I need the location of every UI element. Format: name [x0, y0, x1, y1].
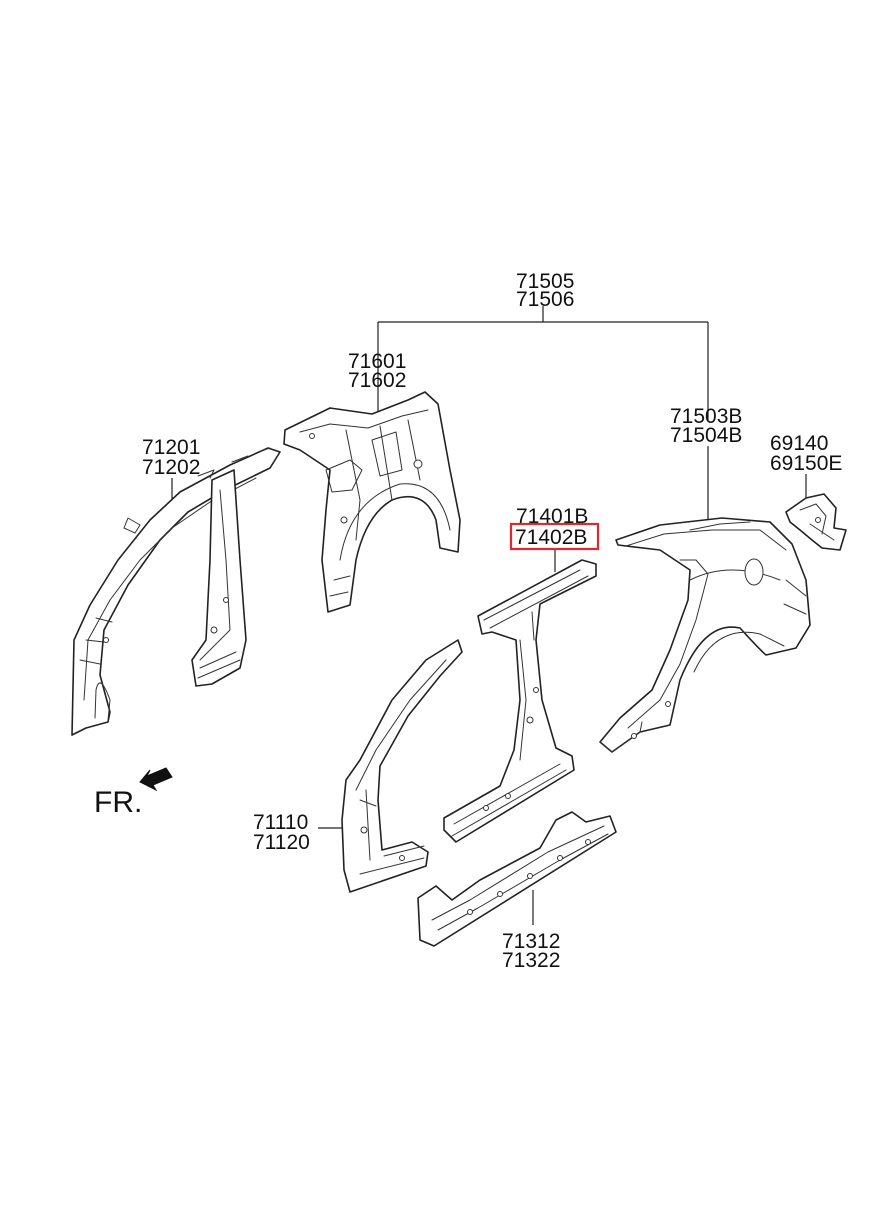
part-number: 71110 — [253, 811, 308, 834]
part-center-pillar-71401b[interactable] — [443, 559, 597, 843]
part-number: 71506 — [516, 288, 574, 311]
part-number: 71505 — [516, 270, 574, 293]
part-number-highlighted: 71402B — [515, 526, 587, 549]
part-quarter-panel-71503b[interactable] — [599, 517, 811, 753]
front-direction-label: FR. — [94, 786, 142, 819]
part-front-pillar-71201[interactable] — [71, 447, 281, 736]
label-71110[interactable]: 71110 71120 — [253, 811, 310, 854]
part-front-pillar-outer-71110[interactable] — [341, 639, 463, 893]
label-69140[interactable]: 69140 69150E — [770, 432, 842, 475]
part-number: 69150E — [770, 452, 842, 475]
label-71503b[interactable]: 71503B 71504B — [670, 405, 742, 447]
part-bracket-69140[interactable] — [785, 493, 847, 551]
part-inner-panel-71601[interactable] — [283, 391, 461, 613]
part-number: 71503B — [670, 405, 742, 428]
part-number: 71120 — [253, 831, 310, 854]
part-number: 71601 — [348, 350, 406, 373]
front-direction-arrow-icon — [139, 767, 173, 792]
part-number: 71401B — [516, 505, 588, 528]
part-number: 71201 — [142, 436, 200, 459]
label-71505[interactable]: 71505 71506 — [516, 270, 574, 311]
label-71312[interactable]: 71312 71322 — [502, 930, 560, 972]
label-71601[interactable]: 71601 71602 — [348, 350, 406, 392]
label-71201[interactable]: 71201 71202 — [142, 436, 200, 479]
part-number: 71602 — [348, 369, 406, 392]
part-number: 69140 — [770, 432, 828, 455]
label-71401b[interactable]: 71401B 71402B — [509, 505, 600, 551]
part-number: 71202 — [142, 456, 200, 479]
part-number: 71504B — [670, 424, 742, 447]
part-side-sill-71312[interactable] — [417, 811, 617, 947]
leader-71505-bracket — [377, 306, 709, 420]
part-number: 71312 — [502, 930, 560, 953]
part-number: 71322 — [502, 949, 560, 972]
highlight-box — [509, 522, 600, 551]
